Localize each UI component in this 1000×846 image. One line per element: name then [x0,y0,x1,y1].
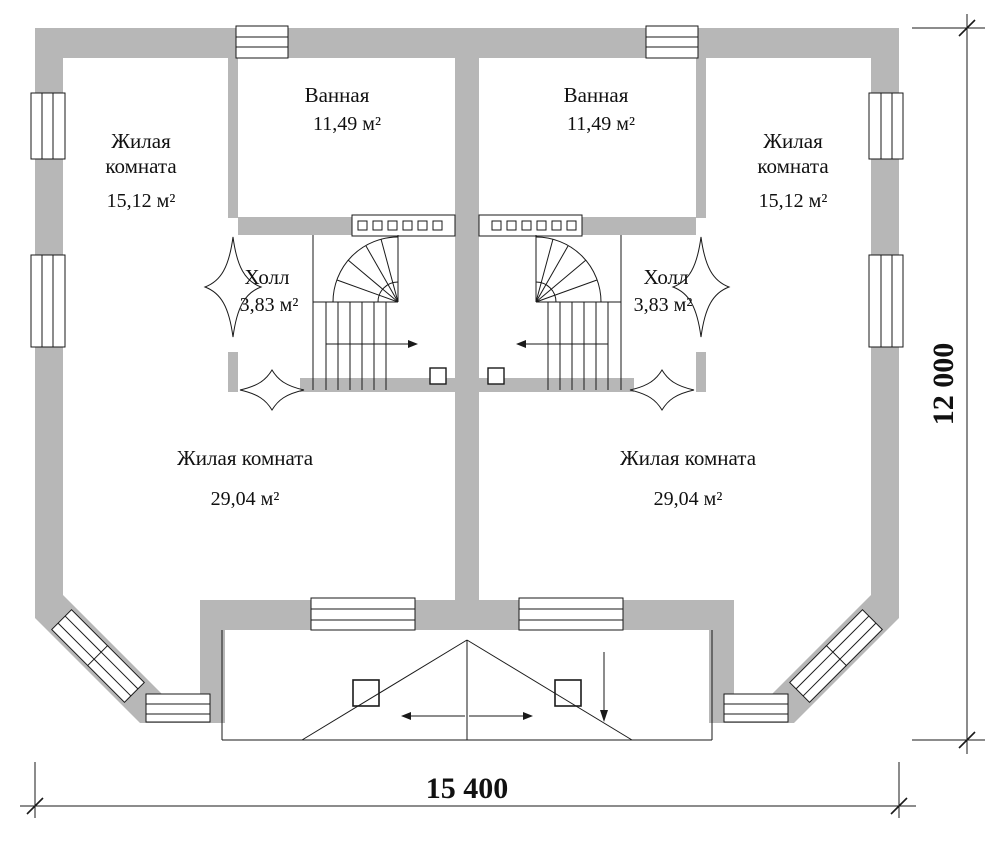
dim-tick [26,797,44,815]
porch-post-right [554,679,582,707]
unit-left [30,25,468,724]
porch-gable-left [301,639,468,741]
dimension-height-label: 12 000 [927,343,960,426]
entrance-porch [221,630,713,741]
room-label-hall-left: Холл [244,265,289,289]
room-label-living-top-left-2: комната [105,154,177,178]
room-label-bathroom-right: Ванная [564,83,629,107]
room-label-living-top-left: Жилая [111,129,171,153]
unit-right [466,25,904,724]
dim-tick [890,797,908,815]
room-area-living-top-right: 15,12 м² [759,190,828,212]
entrance-arrow-left [401,712,465,720]
dim-tick [958,19,976,37]
porch-gable-right [466,639,633,741]
dimension-width: 15 400 [20,762,916,818]
entrance-arrow-down [600,652,608,722]
room-area-living-top-left: 15,12 м² [107,190,176,212]
dim-tick [958,731,976,749]
room-label-living-bottom-left: Жилая комната [177,446,314,470]
room-area-living-bottom-left: 29,04 м² [211,488,280,510]
porch-post-left [352,679,380,707]
room-label-living-top-right: Жилая [763,129,823,153]
room-area-bathroom-left: 11,49 м² [313,113,381,135]
room-label-hall-right: Холл [643,265,688,289]
room-label-bathroom-left: Ванная [305,83,370,107]
dimension-width-label: 15 400 [426,772,509,805]
room-area-hall-left: 3,83 м² [240,294,299,316]
room-label-living-top-right-2: комната [757,154,829,178]
room-area-living-bottom-right: 29,04 м² [654,488,723,510]
room-area-hall-right: 3,83 м² [634,294,693,316]
room-area-bathroom-right: 11,49 м² [567,113,635,135]
entrance-arrow-right [469,712,533,720]
room-label-living-bottom-right: Жилая комната [620,446,757,470]
dimension-height: 12 000 [912,14,985,754]
